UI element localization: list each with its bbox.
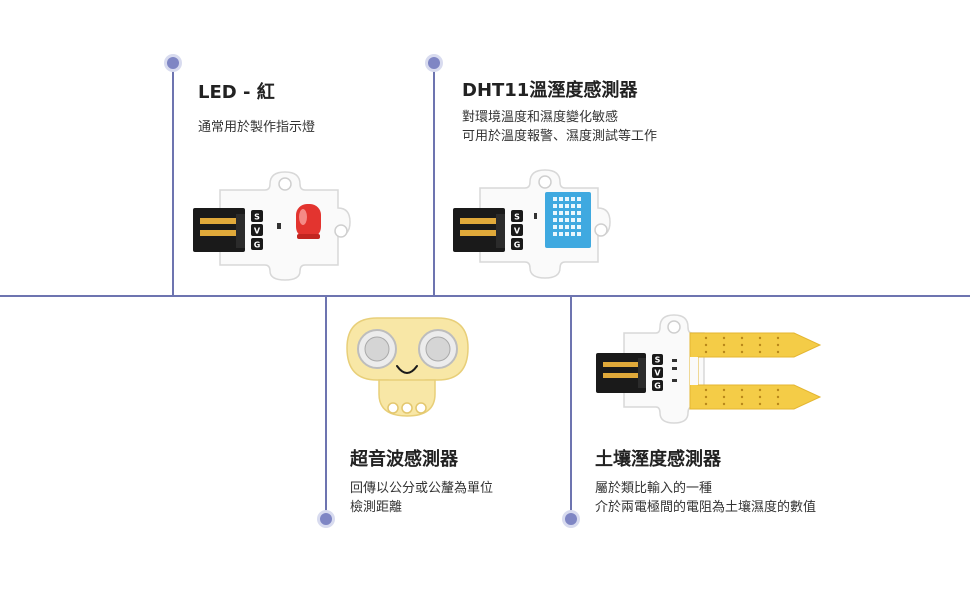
- soil-moisture-description-line: 屬於類比輸入的一種: [595, 481, 713, 496]
- ultrasonic-title: 超音波感測器: [350, 449, 458, 470]
- dht11-title: DHT11溫溼度感測器: [462, 80, 638, 101]
- timeline-dot: [320, 513, 332, 525]
- soil-moisture-description-line: 介於兩電極間的電阻為土壤濕度的數值: [595, 500, 817, 515]
- soil-moisture-module-illustration: S V G: [596, 314, 822, 424]
- pin-label-v: V: [254, 227, 261, 236]
- soil-moisture-title: 土壤溼度感測器: [595, 449, 721, 470]
- led-module-illustration: S V G: [193, 171, 351, 281]
- pin-label-v: V: [514, 227, 521, 236]
- ultrasonic-description: 回傳以公分或公釐為單位 檢測距離: [350, 479, 493, 517]
- pin-label-s: S: [254, 213, 260, 222]
- timeline-dot: [167, 57, 179, 69]
- pin-label-v: V: [654, 369, 661, 378]
- led-title: LED - 紅: [198, 82, 275, 103]
- led-description-line: 通常用於製作指示燈: [198, 120, 316, 135]
- timeline-branch-soil: [570, 296, 572, 520]
- timeline-dot: [428, 57, 440, 69]
- pin-label-s: S: [514, 213, 520, 222]
- timeline-branch-led: [172, 62, 174, 296]
- dht11-description: 對環境溫度和濕度變化敏感 可用於溫度報警、濕度測試等工作: [462, 108, 657, 146]
- ultrasonic-description-line: 檢測距離: [350, 500, 403, 515]
- pin-label-g: G: [654, 382, 661, 391]
- led-description: 通常用於製作指示燈: [198, 118, 315, 137]
- dht11-module-illustration: S V G: [453, 169, 611, 279]
- pin-label-g: G: [254, 241, 261, 250]
- ultrasonic-module-illustration: [346, 317, 469, 417]
- ultrasonic-description-line: 回傳以公分或公釐為單位: [350, 481, 494, 496]
- timeline-dot: [565, 513, 577, 525]
- pin-label-s: S: [655, 356, 661, 365]
- timeline-branch-dht11: [433, 62, 435, 296]
- dht11-description-line: 對環境溫度和濕度變化敏感: [462, 110, 619, 125]
- dht11-description-line: 可用於溫度報警、濕度測試等工作: [462, 129, 658, 144]
- timeline-branch-ultrasonic: [325, 296, 327, 520]
- pin-label-g: G: [514, 241, 521, 250]
- timeline-horizontal: [0, 295, 970, 297]
- soil-moisture-description: 屬於類比輸入的一種 介於兩電極間的電阻為土壤濕度的數值: [595, 479, 816, 517]
